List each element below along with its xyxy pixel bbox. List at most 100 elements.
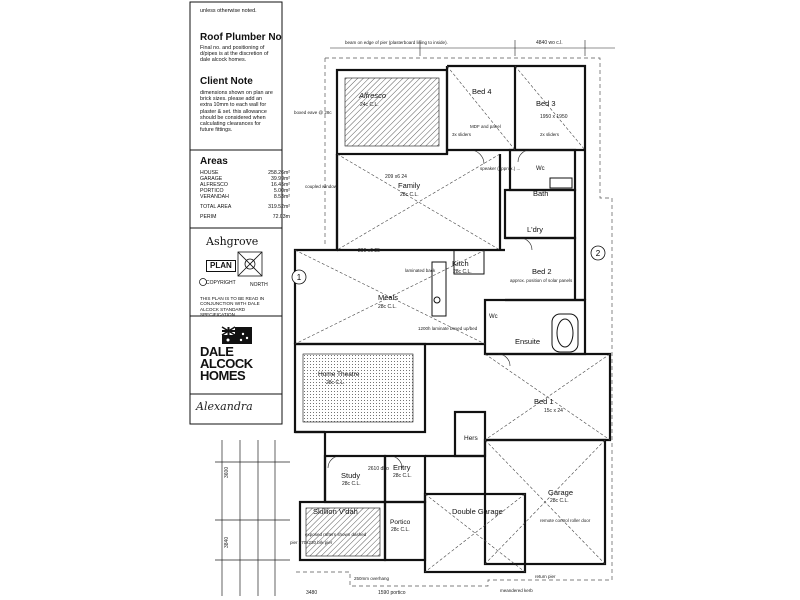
note-overhang: 250mm overhang xyxy=(354,576,390,581)
note-speaker: speaker (approx.) ... xyxy=(480,166,520,171)
note-pier: pier 470x230 brk pier xyxy=(290,540,333,545)
area-perim-label: PERIM xyxy=(200,214,217,220)
room-study-ceiling: 28c C.L. xyxy=(342,481,361,487)
room-lndry: L'dry xyxy=(527,225,543,234)
note-exposed: exposed rafters shown dashed xyxy=(305,532,367,537)
area-total-value: 319.52m² xyxy=(268,204,290,210)
client-note-title: Client Note xyxy=(200,76,253,87)
room-meals: Meals xyxy=(378,293,398,302)
dim-top-overall: 4840 wo c.l. xyxy=(536,40,563,46)
info-panel: unless otherwise noted. Roof Plumber No … xyxy=(186,0,290,420)
dim-bed1-size: 15c x 24 xyxy=(544,408,563,414)
alfresco-hatch xyxy=(344,77,440,147)
room-garage-ceiling: 28c C.L. xyxy=(550,498,569,504)
room-bed1: Bed 1 xyxy=(534,397,554,406)
roof-plumber-title: Roof Plumber No xyxy=(200,32,282,43)
roof-outline xyxy=(294,57,613,587)
area-total-label: TOTAL AREA xyxy=(200,204,232,210)
room-ensuite: Ensuite xyxy=(515,337,540,346)
dim-family-size: 209 x6 24 xyxy=(385,174,407,180)
room-labels: Alfresco 24c C.L. Bed 4 Bed 3 Family 28c… xyxy=(313,87,573,533)
area-label: GARAGE xyxy=(200,176,223,182)
room-meals-ceiling: 28c C.L. xyxy=(378,304,397,310)
area-label: ALFRESCO xyxy=(200,182,228,188)
copyright-text: COPYRIGHT xyxy=(206,280,236,286)
signature: Alexandra xyxy=(196,400,253,413)
area-value: 258.26m² xyxy=(268,170,290,176)
area-label: VERANDAH xyxy=(200,194,229,200)
grid-marker-label: 2 xyxy=(596,249,601,258)
room-theatre-ceiling: 28c C.L. xyxy=(326,380,345,386)
standard-note: THIS PLAN IS TO BE READ IN CONJUNCTION W… xyxy=(200,296,265,318)
room-study: Study xyxy=(341,471,360,480)
dimension-labels: 4840 wo c.l. 3600 3840 3480 1590 portico… xyxy=(224,40,568,596)
grid-marker-2: 2 xyxy=(590,245,606,261)
room-garage: Garage xyxy=(548,488,573,497)
room-kitch-ceiling: 28c C.L. xyxy=(453,269,472,275)
bath-tub xyxy=(549,177,579,353)
room-wc-1: Wc xyxy=(536,166,545,172)
dim-left-3600: 3600 xyxy=(224,467,230,478)
area-label: PORTICO xyxy=(200,188,224,194)
areas-table: HOUSE 258.26m² GARAGE 39.99m² ALFRESCO 16.4… xyxy=(200,170,290,220)
note-solar: approx. position of solar panels xyxy=(510,278,573,283)
note-boxed-eave: boxed eave @ 28c xyxy=(294,110,332,115)
room-portico-ceiling: 28c C.L. xyxy=(391,527,410,533)
north-arrow-icon xyxy=(237,251,263,277)
area-row-house: HOUSE 258.26m² xyxy=(200,170,290,176)
note-sliders-2: 2x sliders xyxy=(540,132,560,137)
top-dimension-line xyxy=(330,40,615,56)
header-note: unless otherwise noted. xyxy=(200,8,257,14)
left-dimension-lines xyxy=(215,440,290,596)
logo-line-2: ALCOCK xyxy=(200,356,253,371)
dim-meals-size: 290 x6 25 xyxy=(358,248,380,254)
area-value: 16.45m² xyxy=(270,182,290,188)
room-double-garage: Double Garage xyxy=(452,507,503,516)
dale-alcock-logo: DALE ALCOCK HOMES xyxy=(198,326,276,388)
note-laminated: laminated back xyxy=(405,268,436,273)
dim-study-size: 2610 dho xyxy=(368,466,389,472)
room-hers: Hers xyxy=(464,435,478,442)
theatre-hatch xyxy=(302,353,414,423)
design-name: Ashgrove xyxy=(206,235,259,248)
room-entry: Entry xyxy=(393,463,411,472)
room-bed2: Bed 2 xyxy=(532,267,552,276)
logo-text: DALE ALCOCK HOMES xyxy=(200,345,253,383)
dim-garage-size: 1950 x 1950 xyxy=(540,114,568,120)
note-sliders: 3x sliders xyxy=(452,132,472,137)
room-entry-ceiling: 28c C.L. xyxy=(393,473,412,479)
logo-line-3: HOMES xyxy=(200,368,246,383)
note-bulkhead: 1200h laminate boxed up/bed xyxy=(418,326,478,331)
kitchen-bench xyxy=(431,249,485,317)
note-coupled-window: coupled window xyxy=(305,184,338,189)
plan-notes: beam on edge of pier (plasterboard linin… xyxy=(290,40,591,593)
plan-label: PLAN xyxy=(206,260,236,272)
dim-bottom-1590: 1590 portico xyxy=(378,590,406,596)
north-label: NORTH xyxy=(250,282,268,288)
room-portico: Portico xyxy=(390,519,411,526)
room-bath: Bath xyxy=(533,189,548,198)
area-row-total: TOTAL AREA 319.52m² xyxy=(200,200,290,210)
note-tiling: beam on edge of pier (plasterboard linin… xyxy=(345,40,448,45)
room-kitch: Kitch xyxy=(452,259,469,268)
room-family: Family xyxy=(398,181,420,190)
copyright-icon xyxy=(199,278,207,286)
skillion-hatch xyxy=(305,507,381,557)
room-alfresco-ceiling: 24c C.L. xyxy=(360,102,379,108)
door-swings xyxy=(327,149,533,469)
dim-left-3840: 3840 xyxy=(224,537,230,548)
client-note-text: dimensions shown on plan are brick sizes… xyxy=(200,90,273,134)
note-meandered: meandered kerb xyxy=(500,588,533,593)
area-value: 39.99m² xyxy=(270,176,290,182)
grid-marker-1: 1 xyxy=(291,269,307,285)
room-skillion: Skillion V'dah xyxy=(313,507,358,516)
note-roller-door: remote control roller door xyxy=(540,518,591,523)
area-row-garage: GARAGE 39.99m² xyxy=(200,176,290,182)
area-label: HOUSE xyxy=(200,170,219,176)
room-bed3: Bed 3 xyxy=(536,99,556,108)
roof-plumber-text: Final no. and positioning of d/pipes is … xyxy=(200,45,269,64)
room-bed4: Bed 4 xyxy=(472,87,492,96)
